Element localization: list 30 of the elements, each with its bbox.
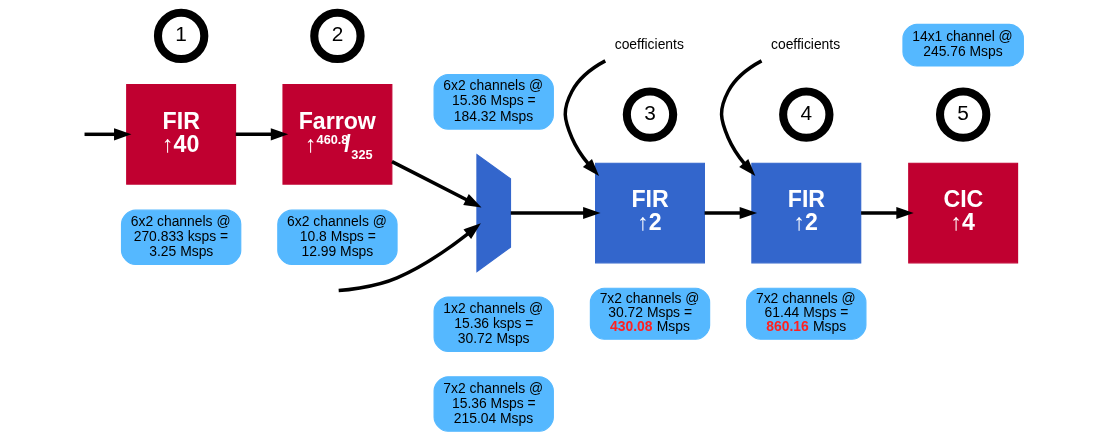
node-text: coefficients: [770, 35, 841, 52]
node-trapezoid: [476, 153, 512, 273]
arrow: [510, 206, 601, 220]
arrow: [84, 128, 132, 141]
node-box: 7x2 channels @ 15.36 Msps = 215.04 Msps: [433, 376, 554, 432]
node-circle: 5: [935, 87, 991, 142]
arrow: [719, 59, 763, 176]
arrow: [338, 223, 481, 293]
node-box: FIR ↑2: [595, 162, 705, 264]
arrow: [563, 59, 607, 176]
arrow: [704, 206, 758, 220]
node-box: Farrow ↑$^{460.8}$/$_{325}$: [282, 83, 393, 185]
node-box: FIR ↑2: [751, 162, 862, 264]
node-circle: 4: [779, 87, 834, 142]
arrow: [391, 160, 482, 208]
node-text: coefficients: [614, 35, 684, 52]
node-box: 7x2 channels @ 61.44 Msps = 860.16 Msps: [746, 287, 867, 340]
node-box: FIR ↑40: [126, 83, 237, 185]
arrow: [861, 206, 914, 220]
node-box: 6x2 channels @ 270.833 ksps = 3.25 Msps: [120, 209, 242, 266]
node-box: 14x1 channel @ 245.76 Msps: [902, 23, 1024, 67]
node-box: CIC ↑4: [908, 162, 1019, 264]
node-circle: 2: [310, 8, 365, 64]
node-circle: 1: [153, 8, 209, 64]
arrow: [235, 128, 289, 141]
node-box: 1x2 channels @ 15.36 ksps = 30.72 Msps: [433, 296, 554, 352]
node-box: 6x2 channels @ 15.36 Msps = 184.32 Msps: [433, 74, 554, 130]
node-box: 7x2 channels @ 30.72 Msps = 430.08 Msps: [589, 287, 711, 340]
node-circle: 3: [622, 87, 678, 142]
node-box: 6x2 channels @ 10.8 Msps = 12.99 Msps: [277, 209, 398, 266]
